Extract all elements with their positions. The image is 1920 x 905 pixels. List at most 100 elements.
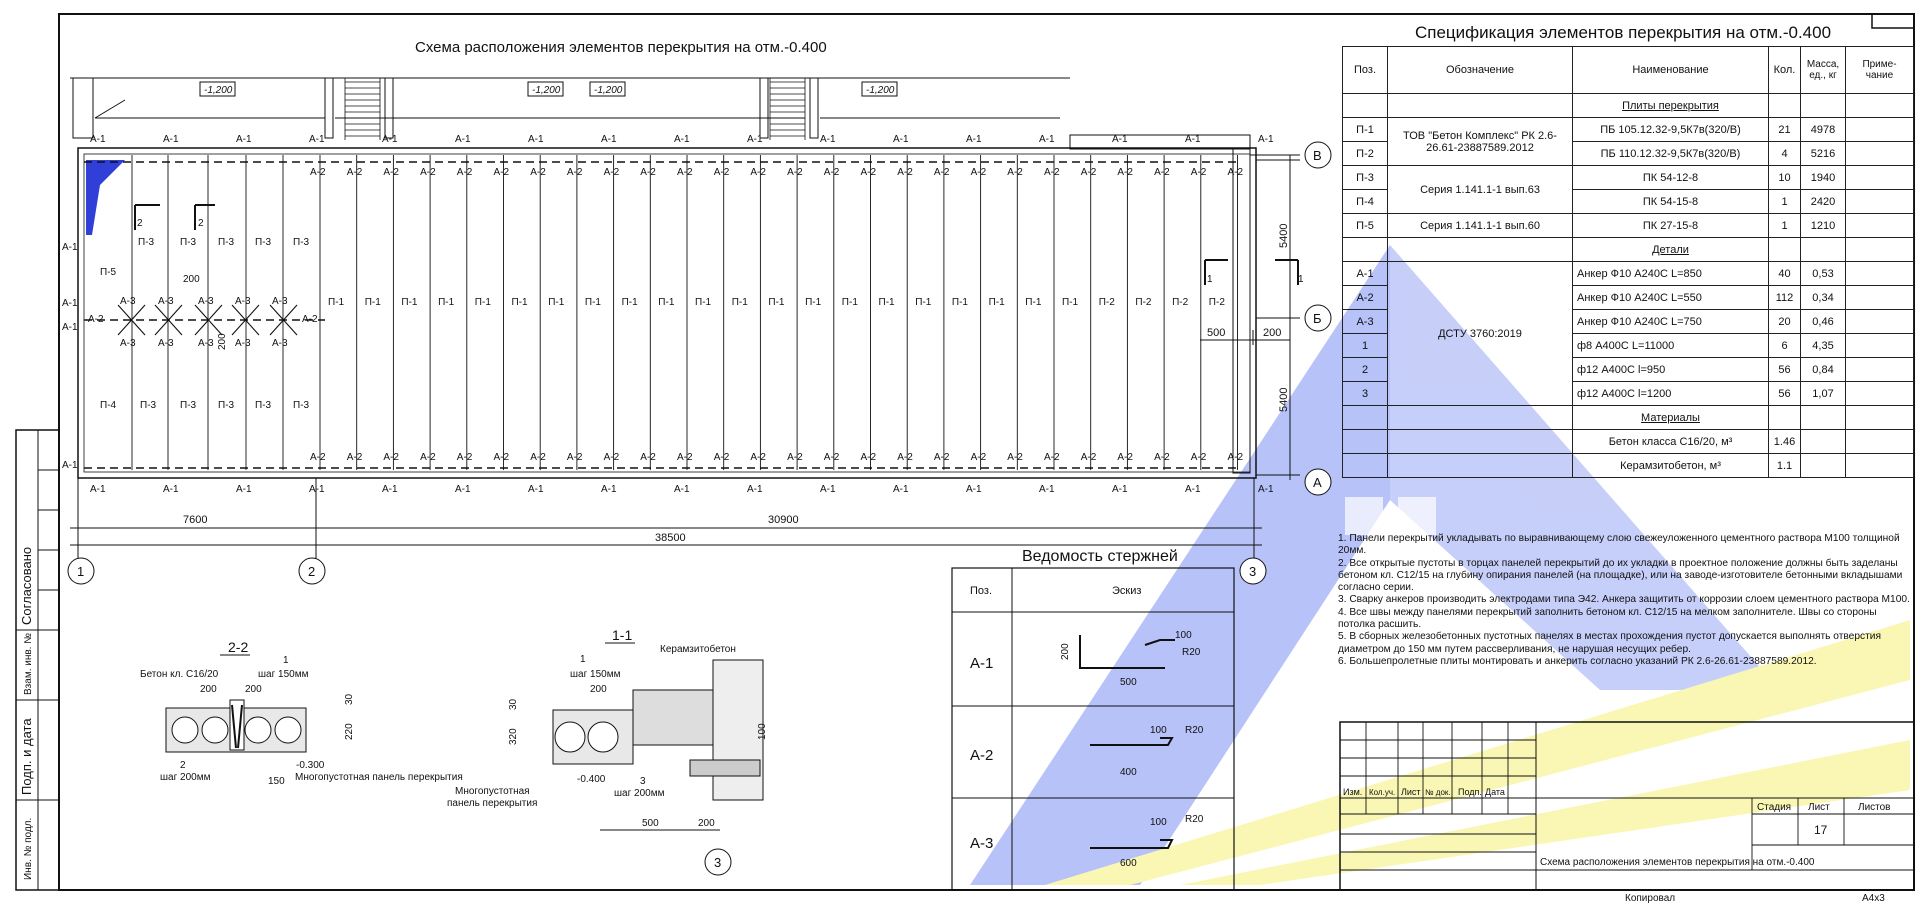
general-notes: 1. Панели перекрытий укладывать по вырав… [1338,533,1913,668]
sec22-d150: 150 [268,776,285,787]
anchor-label: А-1 [674,134,690,145]
rod-a2-d2: 100 [1150,725,1167,736]
note-5: 5. В сборных железобетонных пустотных па… [1338,631,1881,655]
anchor-label: А-2 [1044,452,1060,463]
panel-label: П-1 [915,297,932,308]
anchor-label: А-2 [383,167,399,178]
rod-a2-r: R20 [1185,725,1204,736]
axis-a-label: А [1313,475,1322,490]
spec-h-note: Приме-чание [1845,46,1914,94]
panel-p5: П-5 [100,267,117,278]
spec-row-mass: 1210 [1800,213,1846,238]
anchor-label: А-1 [163,134,179,145]
spec-row-qty: 1.46 [1768,429,1801,454]
axis-v-label: В [1313,148,1322,163]
note-6: 6. Большепролетные плиты монтировать и а… [1338,655,1817,667]
spec-desig-2: Серия 1.141.1-1 вып.63 [1387,165,1573,214]
spec-row-name: Анкер Ф10 А240С L=750 [1572,309,1769,334]
title-block: Изм. Кол.уч. Лист № док. Подп. Дата Стад… [1339,721,1915,904]
tb-copied: Копировал [1625,893,1675,904]
tb-format: А4х3 [1862,893,1885,904]
anchor-label: А-2 [714,167,730,178]
dim-200-r: 200 [1263,327,1281,339]
sec22-d220: 220 [344,723,355,740]
spec-section-slabs: Плиты перекрытия [1572,93,1769,118]
rod-a1-len: 500 [1120,677,1137,688]
panel-label: П-1 [548,297,565,308]
sec22-step1: шаг 150мм [258,669,309,680]
spec-row-qty: 40 [1768,261,1801,286]
spec-row-pos: 3 [1342,381,1388,406]
spec-row-mass: 0,53 [1800,261,1846,286]
anchor-label: А-1 [382,484,398,495]
tb-sheet-no: 17 [1814,823,1828,837]
rod-a1-r: R20 [1182,647,1201,658]
anchor-label: А-2 [347,452,363,463]
anchor-label: А-2 [1228,167,1244,178]
sec11-panel-2: панель перекрытия [447,798,537,809]
spec-section-materials: Материалы [1572,405,1769,430]
anchor-a3-5: А-3 [272,296,288,307]
anchor-label: А-2 [861,167,877,178]
sec11-keramzit: Керамзитобетон [660,643,736,655]
sec11-n1: 1 [580,654,586,665]
spec-row-qty: 21 [1768,117,1801,142]
spec-row-mass: 0,84 [1800,357,1846,382]
spec-row-pos: А-2 [1342,285,1388,310]
panel-label: П-1 [512,297,529,308]
anchor-label: А-2 [897,452,913,463]
anchor-label: А-2 [530,452,546,463]
anchor-label: А-1 [236,484,252,495]
anchor-label: А-1 [1258,484,1274,495]
anchor-label: А-2 [604,167,620,178]
rods-title: Ведомость стержней [1022,548,1178,565]
axis-b [1304,304,1332,332]
spec-row-pos: 2 [1342,357,1388,382]
anchor-label: А-2 [310,167,326,178]
dim-500: 500 [1207,327,1225,339]
spec-row-mass: 1940 [1800,165,1846,190]
anchor-label: А-2 [861,452,877,463]
panel-label: П-1 [732,297,749,308]
rod-a3-len: 600 [1120,858,1137,869]
panel-label: П-1 [1062,297,1079,308]
section-mark-2a: 2 [137,218,143,229]
spec-row-name: ПБ 110.12.32-9,5К7в(320/В) [1572,141,1769,166]
anchor-label: А-1 [528,484,544,495]
spec-row-pos: П-2 [1342,141,1388,166]
spec-row-qty: 112 [1768,285,1801,310]
axis-2-label: 2 [308,564,315,579]
anchor-label: А-1 [1185,134,1201,145]
anchor-label: А-1 [90,484,106,495]
sec22-step2: шаг 200мм [160,772,211,783]
sec11-d200: 200 [590,684,607,695]
spec-row-name: ПК 54-12-8 [1572,165,1769,190]
rod-a1: А-1 [970,655,993,672]
anchor-label: А-1 [90,134,106,145]
dim-30900: 30900 [768,514,799,526]
spec-h-desig: Обозначение [1387,46,1573,94]
plan-title: Схема расположения элементов перекрытия … [415,39,827,56]
spec-row-name: Анкер Ф10 А240С L=550 [1572,285,1769,310]
note-3: 3. Сварку анкеров производить электродам… [1338,594,1910,606]
anchor-label: А-2 [677,452,693,463]
anchor-label: А-1 [966,134,982,145]
anchor-label: А-2 [383,452,399,463]
anchor-label: А-1 [674,484,690,495]
anchor-a3-10: А-3 [272,338,288,349]
sec11-callout-label: 3 [714,855,721,870]
anchor-label: А-1 [820,134,836,145]
sec11-title: 1-1 [612,627,632,643]
axis-3-label: 3 [1249,564,1256,579]
floor-plan: Схема расположения элементов перекрытия … [62,39,1332,585]
anchor-label: А-2 [750,167,766,178]
rod-a3-d2: 100 [1150,817,1167,828]
panel-p3-3: П-3 [218,237,235,248]
spec-row-qty: 56 [1768,381,1801,406]
anchor-a3-2: А-3 [158,296,174,307]
anchor-label: А-2 [1154,452,1170,463]
spec-row-name: ф12 А400С l=1200 [1572,381,1769,406]
panel-label: П-1 [365,297,382,308]
anchor-label: А-1 [1112,484,1128,495]
axis-b-label: Б [1313,311,1322,326]
